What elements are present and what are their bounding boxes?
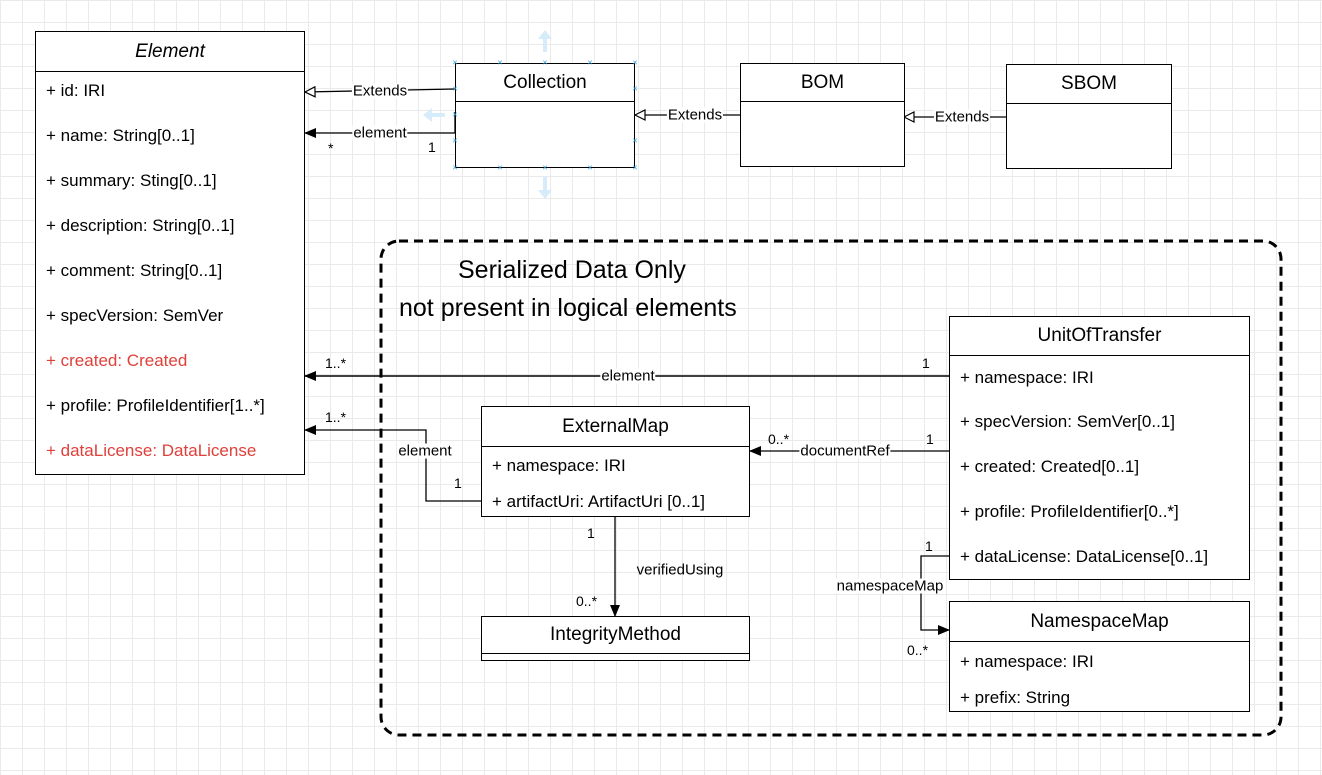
selection-handle[interactable]: ×	[542, 162, 548, 173]
extmap-element-mult-target: 1..*	[325, 409, 347, 425]
region-title-line2: not present in logical elements	[399, 294, 737, 322]
unit-of-transfer-class[interactable]: UnitOfTransfer + namespace: IRI + specVe…	[949, 316, 1250, 580]
selection-handle[interactable]: ×	[587, 162, 593, 173]
connect-arrow-down-icon[interactable]	[538, 177, 552, 199]
element-attr-description: + description: String[0..1]	[46, 216, 235, 235]
selection-handle[interactable]: ×	[452, 83, 458, 94]
uot-attr-created: + created: Created[0..1]	[960, 457, 1140, 476]
document-ref-mult-target: 0..*	[768, 431, 790, 447]
sbom-class[interactable]: SBOM	[1006, 64, 1172, 169]
selection-handle[interactable]: ×	[452, 109, 458, 120]
namespace-map-class-title: NamespaceMap	[950, 602, 1249, 642]
external-map-class-title: ExternalMap	[482, 407, 749, 447]
connect-arrow-left-icon[interactable]	[423, 108, 445, 122]
selection-handle[interactable]: ×	[497, 57, 503, 68]
connect-arrow-up-icon[interactable]	[538, 30, 552, 52]
document-ref-mult-source: 1	[926, 431, 934, 447]
uot-attr-datalicense: + dataLicense: DataLicense[0..1]	[960, 547, 1209, 566]
extmap-element-label: element	[397, 442, 453, 460]
bom-class[interactable]: BOM	[740, 63, 905, 167]
integrity-method-class-title: IntegrityMethod	[482, 617, 749, 654]
collection-class-title: Collection	[456, 64, 634, 102]
collection-element-mult-source: 1	[428, 139, 436, 155]
element-attr-id: + id: IRI	[46, 81, 106, 100]
unit-of-transfer-class-title: UnitOfTransfer	[950, 317, 1249, 356]
element-attr-summary: + summary: Sting[0..1]	[46, 171, 217, 190]
uot-element-mult-target: 1..*	[325, 355, 347, 371]
bom-extends-label: Extends	[666, 106, 724, 124]
element-attr-profile: + profile: ProfileIdentifier[1..*]	[46, 396, 265, 415]
selection-handle[interactable]: ×	[632, 83, 638, 94]
uot-attr-namespace: + namespace: IRI	[960, 368, 1094, 387]
selection-handle[interactable]: ×	[452, 162, 458, 173]
namespace-map-mult-source: 1	[925, 538, 933, 554]
namespace-map-label: namespaceMap	[835, 577, 945, 595]
collection-extends-label: Extends	[351, 82, 409, 100]
document-ref-label: documentRef	[799, 442, 891, 460]
uot-element-label: element	[600, 367, 656, 385]
selection-handle[interactable]: ×	[497, 162, 503, 173]
element-attr-datalicense: + dataLicense: DataLicense	[46, 441, 257, 460]
uot-element-mult-source: 1	[922, 355, 930, 371]
selection-handle[interactable]: ×	[632, 162, 638, 173]
region-title-line1: Serialized Data Only	[458, 256, 686, 284]
verified-using-mult-target: 0..*	[576, 593, 598, 609]
namespace-map-class[interactable]: NamespaceMap + namespace: IRI + prefix: …	[949, 601, 1250, 712]
selection-handle[interactable]: ×	[632, 135, 638, 146]
sbom-class-title: SBOM	[1007, 65, 1171, 104]
extmap-element-mult-source: 1	[454, 475, 462, 491]
selection-handle[interactable]: ×	[587, 57, 593, 68]
collection-element-label: element	[352, 124, 408, 142]
external-map-class[interactable]: ExternalMap + namespace: IRI + artifactU…	[481, 406, 750, 517]
verified-using-mult-source: 1	[587, 525, 595, 541]
integrity-method-class[interactable]: IntegrityMethod	[481, 616, 750, 661]
selection-handle[interactable]: ×	[452, 135, 458, 146]
nsmap-attr-namespace: + namespace: IRI	[960, 652, 1094, 671]
selection-handle[interactable]: ×	[542, 57, 548, 68]
verified-using-label: verifiedUsing	[636, 561, 724, 579]
extmap-attr-artifacturi: + artifactUri: ArtifactUri [0..1]	[492, 492, 706, 511]
element-class[interactable]: Element + id: IRI + name: String[0..1] +…	[35, 31, 305, 475]
element-attr-created: + created: Created	[46, 351, 188, 370]
extmap-element-line	[304, 425, 481, 502]
element-attr-name: + name: String[0..1]	[46, 126, 195, 145]
uot-attr-profile: + profile: ProfileIdentifier[0..*]	[960, 502, 1179, 521]
element-attr-comment: + comment: String[0..1]	[46, 261, 223, 280]
nsmap-attr-prefix: + prefix: String	[960, 688, 1071, 707]
extmap-attr-namespace: + namespace: IRI	[492, 456, 626, 475]
namespace-map-mult-target: 0..*	[907, 642, 929, 658]
sbom-extends-label: Extends	[933, 108, 991, 126]
selection-handle[interactable]: ×	[452, 57, 458, 68]
uot-attr-specversion: + specVersion: SemVer[0..1]	[960, 412, 1175, 431]
collection-class[interactable]: Collection	[455, 63, 635, 168]
selection-handle[interactable]: ×	[632, 57, 638, 68]
collection-element-mult-target: *	[328, 140, 334, 156]
element-class-title: Element	[36, 32, 304, 72]
element-attr-specversion: + specVersion: SemVer	[46, 306, 224, 325]
bom-class-title: BOM	[741, 64, 904, 102]
